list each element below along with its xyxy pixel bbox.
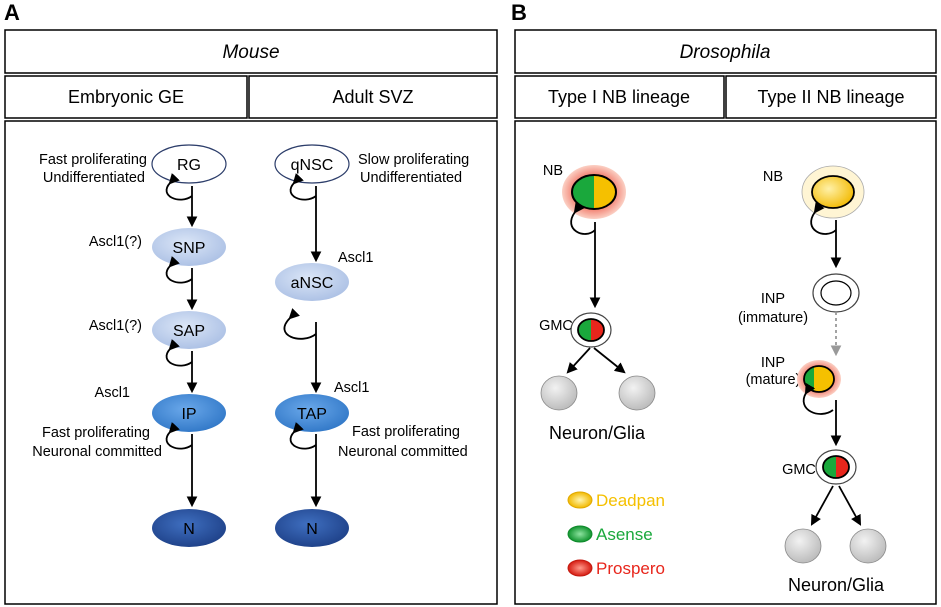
ip-label: IP: [181, 406, 196, 423]
type2-nb-label: NB: [763, 169, 783, 185]
col-header-type1: Type I NB lineage: [548, 87, 690, 107]
type2-glia-cell: [849, 528, 887, 564]
type1-glia-cell: [618, 375, 656, 411]
ansc-factor: Ascl1: [338, 250, 373, 266]
tap-note-1: Fast proliferating: [352, 424, 460, 440]
ip-note-1: Fast proliferating: [42, 425, 150, 441]
type2-inp-mat-label: INP: [761, 355, 785, 371]
type2-inp-imm-cell: [820, 280, 852, 306]
type1-neuron-cell: [540, 375, 578, 411]
self-renew-tap: [289, 421, 317, 450]
type2-gmc-label: GMC: [782, 462, 816, 478]
type2-self-renew-nb: [810, 201, 837, 235]
self-renew-qnsc: [289, 172, 317, 201]
n-cell-right: [275, 509, 349, 547]
panel-a-letter: A: [4, 0, 20, 25]
panel-a-body: [4, 120, 498, 605]
type2-gmc-cell: [823, 456, 849, 478]
type1-nb-label: NB: [543, 163, 563, 179]
ansc-label: aNSC: [291, 275, 334, 292]
ip-factor: Ascl1: [95, 385, 130, 401]
col-header-box-type2: [725, 75, 937, 119]
self-renew-snp: [165, 255, 193, 284]
panel-b-letter: B: [511, 0, 527, 25]
tap-factor: Ascl1: [334, 380, 369, 396]
rg-note-2: Undifferentiated: [43, 170, 145, 186]
self-renew-ip: [165, 421, 193, 450]
legend-asense-label: Asense: [596, 525, 653, 544]
type1-arrow-gmc-glia: [593, 347, 626, 374]
col-header-adult: Adult SVZ: [332, 87, 413, 107]
type2-inp-mat-outline: [803, 365, 835, 393]
type1-gmc-cell: [578, 319, 604, 341]
type1-progeny-label: Neuron/Glia: [549, 423, 646, 443]
col-header-box-adult: [248, 75, 498, 119]
type2-arrow-gmc-glia: [838, 485, 862, 526]
tap-label: TAP: [297, 406, 327, 423]
type2-self-renew-inp: [802, 382, 834, 415]
legend-prospero-swatch: [567, 559, 593, 577]
self-renew-sap: [165, 338, 193, 367]
qnsc-label: qNSC: [291, 157, 334, 174]
type2-inp-mat-cell: [804, 366, 834, 392]
tap-note-2: Neuronal committed: [338, 444, 468, 460]
type2-inp-mat-note: (mature): [746, 372, 801, 388]
n-cell-left: [152, 509, 226, 547]
type2-arrow-gmc-neuron: [810, 485, 834, 526]
sap-factor: Ascl1(?): [89, 318, 142, 334]
type1-self-renew-nb: [570, 201, 596, 235]
ip-note-2: Neuronal committed: [32, 444, 162, 460]
self-renew-ansc: [283, 308, 317, 340]
type2-progeny-label: Neuron/Glia: [788, 575, 885, 595]
qnsc-note-2: Undifferentiated: [360, 170, 462, 186]
legend-deadpan-label: Deadpan: [596, 491, 665, 510]
panel-b-title: Drosophila: [680, 42, 771, 63]
rg-note-1: Fast proliferating: [39, 152, 147, 168]
type1-arrow-gmc-neuron: [566, 347, 591, 374]
legend-prospero-label: Prospero: [596, 559, 665, 578]
type2-inp-imm-note: (immature): [738, 310, 808, 326]
rg-label: RG: [177, 157, 201, 174]
n-label-right: N: [306, 521, 318, 538]
panel-a-title: Mouse: [222, 42, 279, 63]
sap-label: SAP: [173, 323, 205, 340]
panel-b-title-box: [514, 29, 937, 74]
legend-asense-swatch: [567, 525, 593, 543]
self-renew-rg: [165, 172, 193, 201]
type2-nb-cell: [811, 175, 855, 209]
col-header-type2: Type II NB lineage: [757, 87, 904, 107]
type1-nb-cell: [572, 175, 616, 209]
snp-factor: Ascl1(?): [89, 234, 142, 250]
col-header-box-type1: [514, 75, 725, 119]
type2-inp-imm-label: INP: [761, 291, 785, 307]
col-header-embryonic: Embryonic GE: [68, 87, 184, 107]
legend-deadpan-swatch: [567, 491, 593, 509]
n-label-left: N: [183, 521, 195, 538]
col-header-box-embryonic: [4, 75, 248, 119]
type1-nb-outline: [571, 174, 617, 210]
panel-a-title-box: [4, 29, 498, 74]
type1-gmc-outline: [577, 318, 605, 342]
type1-gmc-label: GMC: [539, 318, 573, 334]
type2-gmc-outline: [822, 455, 850, 479]
ansc-cell: [275, 263, 349, 301]
snp-label: SNP: [173, 240, 206, 257]
qnsc-note-1: Slow proliferating: [358, 152, 469, 168]
type2-neuron-cell: [784, 528, 822, 564]
